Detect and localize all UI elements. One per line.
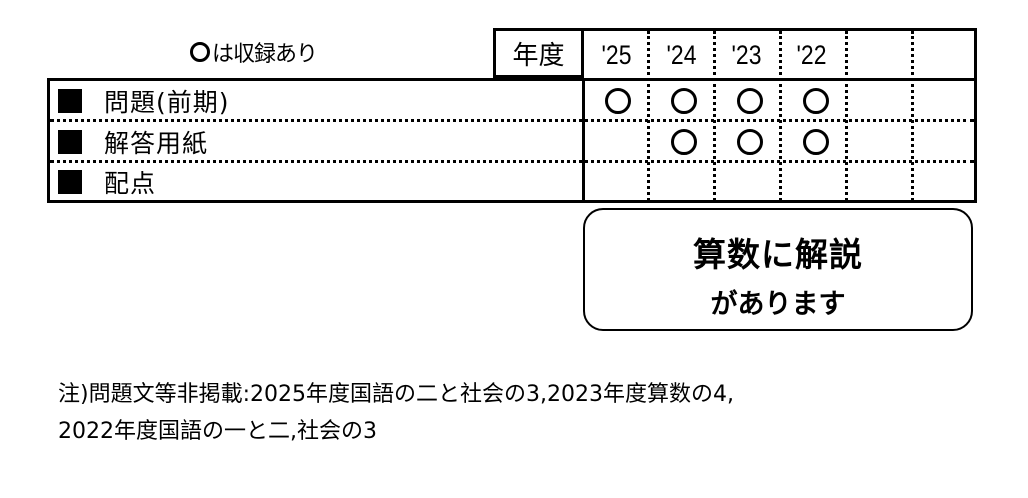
year-header-label: 年度 (493, 28, 581, 78)
row-label: 問題(前期) (104, 88, 230, 117)
year-col-2023: '23 (731, 40, 762, 70)
row-label: 解答用紙 (104, 129, 209, 158)
label-column-divider (582, 81, 585, 200)
year-col-2024: '24 (666, 40, 697, 70)
notice-line-2: があります (710, 289, 846, 320)
column-divider (779, 31, 782, 201)
included-circle-icon (737, 88, 763, 114)
included-circle-icon (671, 129, 697, 155)
footnote-line-2: 2022年度国語の一と二,社会の3 (58, 419, 377, 444)
year-col-2022: '22 (796, 40, 827, 70)
column-divider (911, 31, 914, 201)
row-divider (50, 119, 974, 122)
contents-table: 問題(前期) 解答用紙 配点 (47, 78, 977, 203)
legend: は収録あり (190, 36, 318, 68)
included-circle-icon (605, 88, 631, 114)
year-header-row: '25 '24 '23 '22 (581, 28, 977, 80)
row-divider (50, 160, 974, 163)
notice-line-1: 算数に解説 (693, 235, 863, 274)
square-bullet-icon (58, 89, 82, 113)
circle-icon (190, 42, 210, 62)
square-bullet-icon (58, 130, 82, 154)
included-circle-icon (803, 129, 829, 155)
footnote-line-1: 注)問題文等非掲載:2025年度国語の二と社会の3,2023年度算数の4, (58, 382, 734, 407)
table-row-points: 配点 (58, 162, 156, 202)
legend-text: は収録あり (212, 42, 318, 67)
table-row-answer-sheet: 解答用紙 (58, 122, 208, 162)
row-label: 配点 (104, 169, 157, 198)
year-col-2025: '25 (601, 40, 632, 70)
year-col-empty-2 (914, 31, 969, 80)
column-divider (647, 31, 650, 201)
included-circle-icon (671, 88, 697, 114)
included-circle-icon (737, 129, 763, 155)
square-bullet-icon (58, 170, 82, 194)
included-circle-icon (803, 88, 829, 114)
year-col-empty-1 (849, 31, 904, 80)
column-divider (845, 31, 848, 201)
explanation-notice-box: 算数に解説 があります (583, 208, 973, 331)
column-divider (713, 31, 716, 201)
table-row-problems: 問題(前期) (58, 81, 230, 121)
